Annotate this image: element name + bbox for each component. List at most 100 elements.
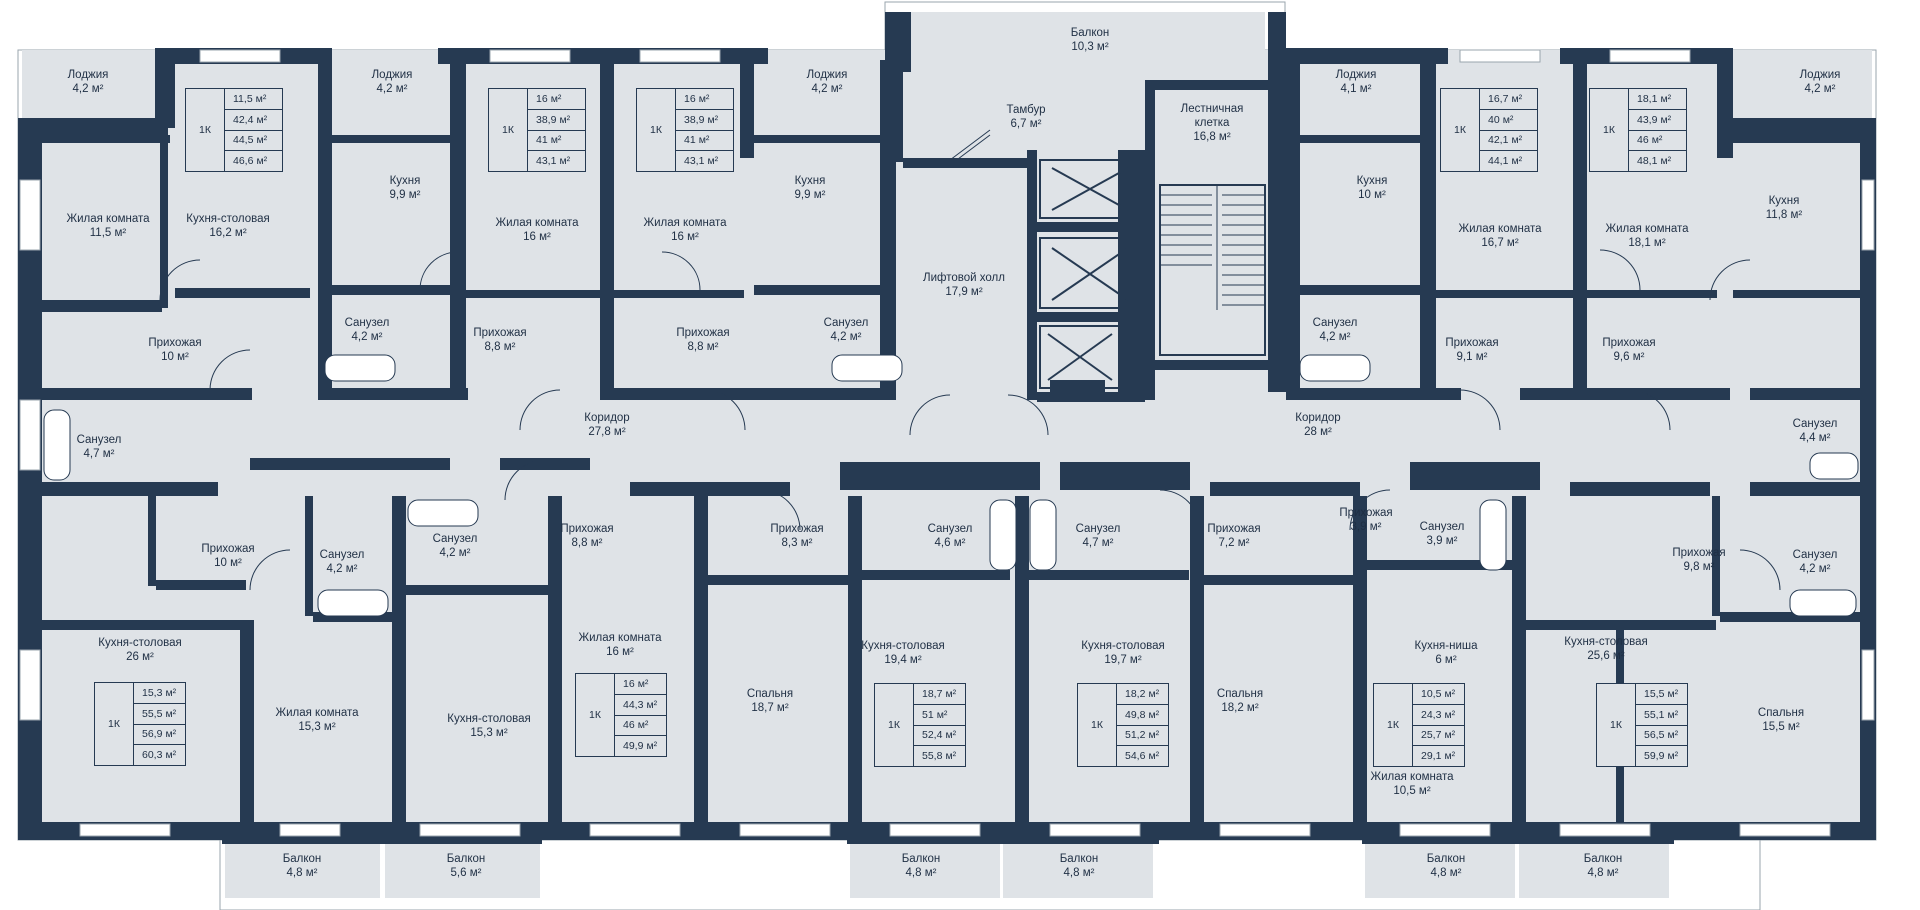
room-area: 4,8 (1427, 866, 1466, 880)
unit-area-value: 38,9 (676, 110, 733, 131)
room-area: 9,6 (1602, 350, 1655, 364)
room-name: Кухня (389, 175, 421, 187)
room-name: Кухня-столовая (186, 213, 270, 225)
room-name: Спальня (746, 688, 794, 700)
room-area: 10 (148, 350, 201, 364)
room-name: Прихожая (473, 327, 527, 339)
unit-type: 1К (637, 89, 676, 171)
room-name: Прихожая (1672, 547, 1726, 559)
room-name: Кухня (1356, 175, 1388, 187)
room-area: 26 (98, 650, 181, 664)
unit-area-value: 18,1 (1629, 89, 1686, 110)
unit-area-value: 18,2 (1117, 684, 1168, 705)
unit-area-value: 29,1 (1413, 746, 1464, 766)
room-area: 4,2 (372, 82, 413, 96)
unit-area-value: 16 (615, 674, 666, 695)
room-name: Жилая комната (643, 217, 727, 229)
room-name: Балкон (1059, 853, 1099, 865)
room-name: Кухня (1768, 195, 1800, 207)
unit-area-value: 49,8 (1117, 705, 1168, 726)
room-name: Кухня-столовая (1081, 640, 1165, 652)
unit-area-value: 24,3 (1413, 705, 1464, 726)
room-area: 4,8 (1060, 866, 1099, 880)
room-area: 18,1 (1605, 236, 1688, 250)
room-name: Жилая комната (275, 707, 359, 719)
room-name: Прихожая (201, 543, 255, 555)
room-name: Санузел (432, 533, 478, 545)
room-name: Кухня-столовая (98, 637, 182, 649)
room-name: Спальня (1757, 707, 1805, 719)
unit-type: 1К (1441, 89, 1480, 171)
unit-area-value: 55,1 (1636, 705, 1687, 726)
room-area: 4,4 (1793, 431, 1838, 445)
unit-type: 1К (186, 89, 225, 171)
room-area: 16 (643, 230, 726, 244)
room-name: Тамбур (1006, 104, 1046, 116)
unit-area-value: 56,9 (134, 725, 185, 746)
room-area: 19,7 (1081, 653, 1164, 667)
room-area: 16,2 (186, 226, 269, 240)
unit-area-value: 43,1 (528, 151, 585, 171)
room-area: 4,2 (68, 82, 109, 96)
room-area: 27,8 (584, 425, 629, 439)
room-name: Кухня-столовая (1564, 636, 1648, 648)
unit-area-value: 40 (1480, 110, 1537, 131)
room-area: 4,7 (77, 447, 122, 461)
room-area: 16 (578, 645, 661, 659)
unit-area-value: 44,3 (615, 695, 666, 716)
room-area: 6,7 (1006, 117, 1045, 131)
room-name: Жилая комната (1370, 771, 1454, 783)
room-area: 16,8 (1172, 130, 1252, 144)
unit-area-value: 55,8 (914, 746, 965, 766)
room-name: Лоджия (806, 69, 848, 81)
room-area: 16,7 (1458, 236, 1541, 250)
unit-area-value: 41 (528, 131, 585, 152)
room-area: 10 (1357, 188, 1388, 202)
room-area: 11,8 (1766, 208, 1802, 222)
room-area: 8,8 (676, 340, 729, 354)
room-area: 9,8 (1672, 560, 1725, 574)
room-name: Балкон (1070, 27, 1110, 39)
room-name: Кухня-столовая (861, 640, 945, 652)
unit-area-value: 38,9 (528, 110, 585, 131)
unit-type: 1К (489, 89, 528, 171)
room-name: Балкон (1426, 853, 1466, 865)
unit-area-value: 54,6 (1117, 746, 1168, 766)
unit-area-value: 41 (676, 131, 733, 152)
room-name: Жилая комната (1605, 223, 1689, 235)
room-name: Коридор (1295, 412, 1341, 424)
room-area: 8,8 (560, 536, 613, 550)
room-name: Жилая комната (578, 632, 662, 644)
unit-area-value: 42,1 (1480, 131, 1537, 152)
unit-area-value: 55,5 (134, 704, 185, 725)
room-area: 4,2 (1793, 562, 1838, 576)
unit-area-value: 43,9 (1629, 110, 1686, 131)
